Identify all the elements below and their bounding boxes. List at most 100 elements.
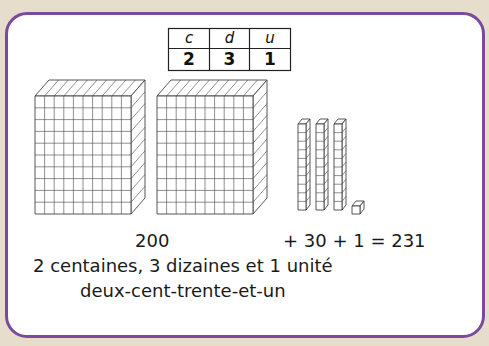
grid-line (342, 162, 346, 167)
grid-line (342, 145, 346, 150)
grid-line (316, 175, 324, 176)
table-grid (169, 29, 291, 71)
grid-line (298, 184, 306, 185)
grid-line (342, 188, 346, 193)
grid-line (324, 196, 328, 201)
table-cell: 3 (210, 49, 249, 70)
hundred-flat (157, 80, 267, 214)
grid-line (35, 202, 131, 203)
grid-line (157, 131, 253, 132)
table-cell: 2 (169, 49, 209, 70)
number-sentence: 200 (135, 230, 169, 252)
caption-line: deux-cent-trente-et-un (80, 280, 286, 302)
grid-line (253, 139, 267, 155)
grid-line (306, 162, 310, 167)
grid-line (131, 139, 145, 155)
grid-line (298, 201, 306, 202)
grid-line (35, 119, 131, 120)
grid-line (306, 128, 310, 133)
grid-line (157, 202, 253, 203)
front-face (298, 124, 306, 210)
grid-line (342, 153, 346, 158)
grid-line (157, 166, 253, 167)
front-face (157, 96, 253, 214)
grid-line (243, 80, 257, 96)
grid-line (334, 158, 342, 159)
side-face (342, 119, 346, 210)
side-face (131, 80, 145, 214)
grid-line (316, 184, 324, 185)
grid-line (298, 192, 306, 193)
grid-line (121, 80, 135, 96)
grid-line (324, 171, 328, 176)
front-face (35, 96, 131, 214)
column-header: u (250, 29, 290, 48)
grid-line (35, 166, 131, 167)
side-face (324, 119, 328, 210)
grid-line (298, 141, 306, 142)
grid-line (131, 163, 145, 179)
grid-line (324, 188, 328, 193)
grid-line (253, 174, 267, 190)
grid-line (334, 167, 342, 168)
grid-line (157, 155, 253, 156)
side-face (253, 80, 267, 214)
caption-line: 2 centaines, 3 dizaines et 1 unité (33, 255, 333, 277)
grid-line (324, 162, 328, 167)
grid-line (131, 127, 145, 143)
grid-line (342, 179, 346, 184)
grid-line (298, 149, 306, 150)
card-panel: 200 + 30 + 1 = 231 2 centaines, 3 dizaines… (5, 12, 485, 338)
grid-line (253, 186, 267, 202)
grid-line (298, 158, 306, 159)
grid-line (306, 145, 310, 150)
grid-line (131, 186, 145, 202)
front-face (316, 124, 324, 210)
grid-line (35, 131, 131, 132)
top-face (157, 80, 267, 96)
column-header: c (169, 29, 209, 48)
base-ten-blocks (35, 80, 364, 214)
grid-line (316, 167, 324, 168)
grid-line (334, 175, 342, 176)
grid-line (316, 149, 324, 150)
number-sentence: + 30 + 1 = 231 (283, 230, 426, 252)
grid-line (306, 188, 310, 193)
grid-line (316, 158, 324, 159)
grid-line (324, 145, 328, 150)
ten-rod (298, 119, 310, 210)
grid-line (316, 141, 324, 142)
grid-line (298, 132, 306, 133)
grid-line (342, 136, 346, 141)
grid-line (298, 175, 306, 176)
grid-line (157, 143, 253, 144)
grid-line (131, 174, 145, 190)
grid-line (334, 192, 342, 193)
grid-line (306, 136, 310, 141)
grid-line (253, 104, 267, 120)
table-cell: 1 (250, 49, 290, 70)
side-face (306, 119, 310, 210)
grid-line (157, 190, 253, 191)
grid-line (306, 196, 310, 201)
grid-line (35, 143, 131, 144)
grid-line (316, 132, 324, 133)
grid-line (253, 151, 267, 167)
grid-line (253, 92, 267, 108)
grid-line (131, 115, 145, 131)
grid-line (253, 163, 267, 179)
grid-line (316, 201, 324, 202)
top-face (35, 80, 145, 96)
grid-line (334, 132, 342, 133)
grid-line (131, 151, 145, 167)
grid-line (35, 178, 131, 179)
front-face (352, 206, 360, 214)
grid-line (157, 119, 253, 120)
grid-line (157, 107, 253, 108)
front-face (334, 124, 342, 210)
grid-line (324, 136, 328, 141)
grid-line (306, 179, 310, 184)
grid-line (316, 192, 324, 193)
grid-line (334, 184, 342, 185)
grid-line (131, 104, 145, 120)
